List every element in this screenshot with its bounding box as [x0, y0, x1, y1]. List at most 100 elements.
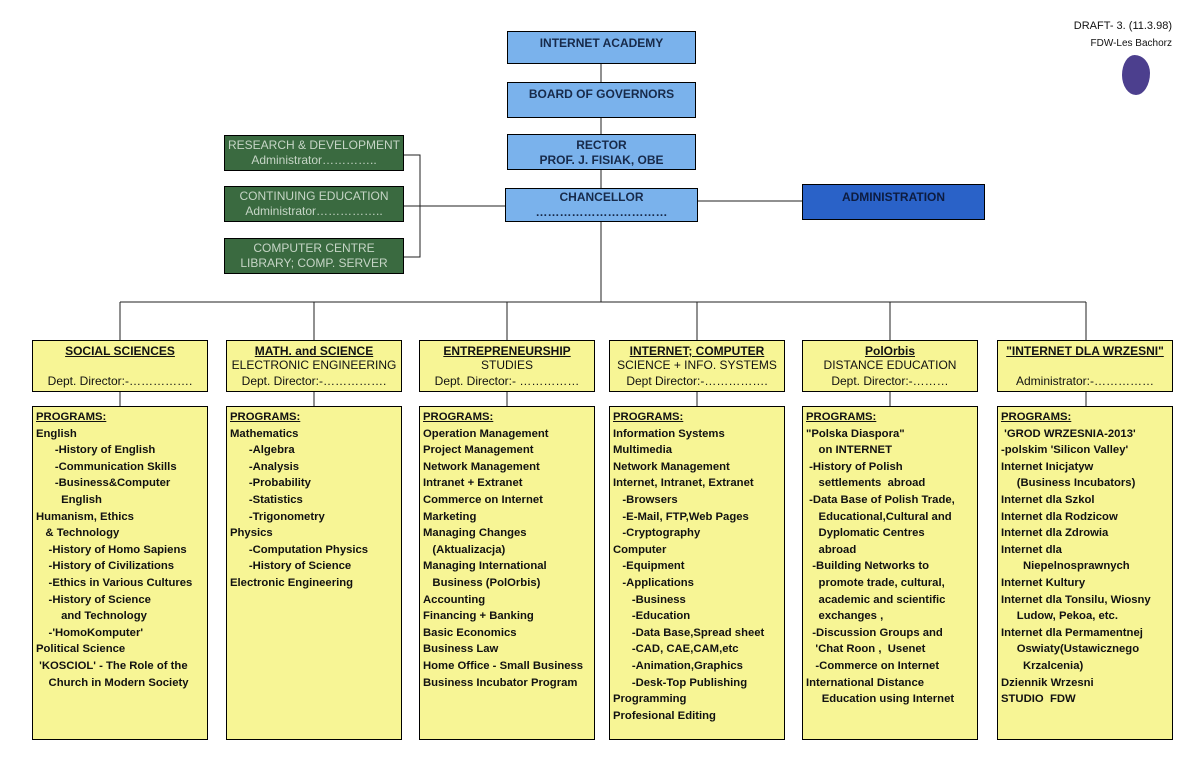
dept-director: Dept. Director:-…………….	[241, 374, 387, 388]
program-item: -Communication Skills	[36, 460, 177, 473]
program-item: English	[36, 493, 102, 506]
program-item: Network Management	[423, 460, 540, 473]
program-item: -History of English	[36, 444, 156, 457]
program-item: Internet dla	[1001, 543, 1062, 556]
internet-academy-box: INTERNET ACADEMY	[507, 31, 696, 64]
administration-box: ADMINISTRATION	[802, 184, 985, 220]
program-item: -Desk-Top Publishing	[613, 676, 748, 689]
computer-centre-box: COMPUTER CENTRE LIBRARY; COMP. SERVER	[224, 238, 404, 274]
program-item: Internet dla Zdrowia	[1001, 527, 1109, 540]
program-item: -Commerce on Internet	[806, 659, 940, 672]
research-development-admin: Administrator…………..	[251, 153, 377, 167]
program-item: Niepelnosprawnych	[1001, 560, 1130, 573]
dept-director: Dept. Director:-………	[831, 374, 949, 388]
chancellor-title: CHANCELLOR	[559, 190, 644, 204]
rector-box: RECTOR PROF. J. FISIAK, OBE	[507, 134, 696, 170]
program-item: Internet dla Szkol	[1001, 493, 1095, 506]
program-item: Project Management	[423, 444, 534, 457]
seal-icon	[1122, 55, 1150, 95]
program-item: Multimedia	[613, 444, 672, 457]
continuing-education-admin: Administrator……………..	[245, 204, 383, 218]
dept-director: Administrator:-……………	[1015, 374, 1155, 388]
program-item: -Cryptography	[613, 527, 701, 540]
programs-heading: PROGRAMS:	[36, 411, 107, 423]
program-item: "Polska Diaspora"	[806, 427, 905, 440]
program-item: promote trade, cultural,	[806, 576, 945, 589]
program-item: 'Chat Roon , Usenet	[806, 643, 926, 656]
program-item: -Building Networks to	[806, 560, 930, 573]
program-item: -Trigonometry	[230, 510, 325, 523]
program-item: Business Law	[423, 643, 499, 656]
program-item: -History of Science	[230, 560, 352, 573]
program-item: STUDIO FDW	[1001, 693, 1076, 706]
programs-heading: PROGRAMS:	[230, 411, 301, 423]
program-item: Dziennik Wrzesni	[1001, 676, 1094, 689]
program-item: Programming	[613, 693, 687, 706]
program-item: -Probability	[230, 477, 311, 490]
chancellor-box: CHANCELLOR ……………………………	[505, 188, 698, 222]
program-item: and Technology	[36, 610, 147, 623]
program-item: Internet dla Rodzicow	[1001, 510, 1118, 523]
program-item: Internet Kultury	[1001, 576, 1086, 589]
dept-internet-computer: INTERNET; COMPUTER SCIENCE + INFO. SYSTE…	[609, 340, 785, 392]
program-item: English	[36, 427, 77, 440]
program-item: -Equipment	[613, 560, 685, 573]
program-item: Managing International	[423, 560, 547, 573]
program-item: Political Science	[36, 643, 126, 656]
program-item: Educational,Cultural and	[806, 510, 952, 523]
draft-stamp: DRAFT- 3. (11.3.98) FDW-Les Bachorz	[1074, 18, 1172, 52]
programs-math-science: PROGRAMS: Mathematics -Algebra -Analysis…	[226, 406, 402, 740]
program-item: Marketing	[423, 510, 477, 523]
program-item: International Distance	[806, 676, 925, 689]
programs-internet-dla-wrzesni: PROGRAMS: 'GROD WRZESNIA-2013'-polskim '…	[997, 406, 1173, 740]
program-item: -Business	[613, 593, 686, 606]
program-item: Accounting	[423, 593, 486, 606]
program-item: -Business&Computer	[36, 477, 171, 490]
program-item: Computer	[613, 543, 667, 556]
dept-subtitle: ELECTRONIC ENGINEERING	[231, 358, 397, 372]
program-item: Business (PolOrbis)	[423, 576, 541, 589]
program-item: Managing Changes	[423, 527, 527, 540]
dept-director: Dept Director:-…………….	[626, 374, 768, 388]
programs-heading: PROGRAMS:	[423, 411, 494, 423]
program-item: Ludow, Pekoa, etc.	[1001, 610, 1118, 623]
programs-heading: PROGRAMS:	[1001, 411, 1072, 423]
dept-director: Dept. Director:-…………….	[47, 374, 193, 388]
program-item: & Technology	[36, 527, 120, 540]
programs-polorbis: PROGRAMS: "Polska Diaspora" on INTERNET …	[802, 406, 978, 740]
program-item: -Animation,Graphics	[613, 659, 743, 672]
program-item: Home Office - Small Business	[423, 659, 584, 672]
program-item: -Analysis	[230, 460, 300, 473]
dept-name: ENTREPRENEURSHIP	[443, 344, 571, 358]
chancellor-line: ……………………………	[535, 205, 668, 219]
program-item: Internet, Intranet, Extranet	[613, 477, 754, 490]
computer-centre-subtitle: LIBRARY; COMP. SERVER	[240, 256, 388, 270]
program-item: -Ethics in Various Cultures	[36, 576, 193, 589]
continuing-education-title: CONTINUING EDUCATION	[239, 189, 389, 203]
research-development-box: RESEARCH & DEVELOPMENT Administrator……………	[224, 135, 404, 171]
program-item: Operation Management	[423, 427, 549, 440]
program-item: Dyplomatic Centres	[806, 527, 925, 540]
program-item: -Algebra	[230, 444, 295, 457]
draft-label: DRAFT- 3. (11.3.98)	[1073, 20, 1172, 32]
continuing-education-box: CONTINUING EDUCATION Administrator…………….…	[224, 186, 404, 222]
dept-name: PolOrbis	[864, 344, 915, 358]
computer-centre-title: COMPUTER CENTRE	[253, 241, 375, 255]
administration-label: ADMINISTRATION	[841, 190, 946, 204]
program-item: -History of Civilizations	[36, 560, 175, 573]
dept-social-sciences: SOCIAL SCIENCES Dept. Director:-…………….	[32, 340, 208, 392]
program-item: Electronic Engineering	[230, 576, 354, 589]
program-item: Profesional Editing	[613, 709, 716, 722]
program-item: -Education	[613, 610, 691, 623]
dept-subtitle: DISTANCE EDUCATION	[823, 358, 957, 372]
program-item: -CAD, CAE,CAM,etc	[613, 643, 739, 656]
dept-internet-dla-wrzesni: "INTERNET DLA WRZESNI" Administrator:-………	[997, 340, 1173, 392]
program-item: (Business Incubators)	[1001, 477, 1136, 490]
program-item: Basic Economics	[423, 626, 517, 639]
program-item: -Data Base,Spread sheet	[613, 626, 765, 639]
program-item: Business Incubator Program	[423, 676, 578, 689]
dept-director: Dept. Director:- ……………	[434, 374, 580, 388]
